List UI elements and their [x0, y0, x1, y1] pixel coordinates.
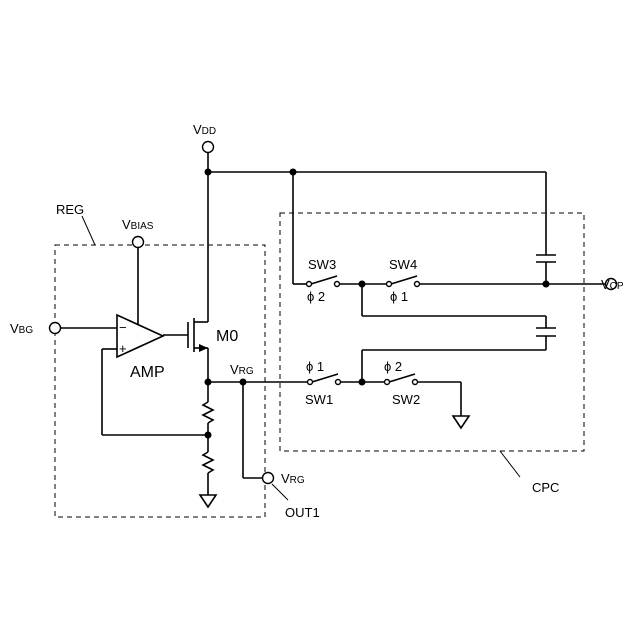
cpc-block-boundary — [280, 213, 584, 451]
sw4-contact — [415, 282, 420, 287]
vbg-label: VBG — [10, 321, 33, 336]
sw3-name: SW3 — [308, 257, 336, 272]
sw1-blade — [312, 374, 338, 382]
vrg-label: VRG — [230, 362, 254, 377]
vbias-label: VBIAS — [122, 217, 154, 232]
amp-plus-sign: + — [119, 341, 127, 356]
sw3-contact — [335, 282, 340, 287]
sw1-contact — [336, 380, 341, 385]
junction-dot — [205, 169, 212, 176]
cpc-label-leader — [500, 451, 520, 477]
out1-terminal — [263, 473, 274, 484]
resistor-upper — [203, 402, 213, 423]
reg-ground-icon — [200, 495, 216, 507]
vbg-terminal — [50, 323, 61, 334]
reg-block-label: REG — [56, 202, 84, 217]
sw1-phase: ϕ 1 — [306, 359, 324, 374]
reg-label-leader — [82, 216, 95, 245]
vrg-out-label: VRG — [281, 471, 305, 486]
sw4-phase: ϕ 1 — [390, 289, 408, 304]
sw3-phase: ϕ 2 — [307, 289, 325, 304]
sw1-name: SW1 — [305, 392, 333, 407]
out1-leader — [272, 484, 288, 500]
vdd-label: VDD — [193, 122, 216, 137]
sw2-blade — [389, 374, 415, 382]
amp-label: AMP — [130, 364, 165, 381]
vdd-terminal — [203, 142, 214, 153]
amp-minus-sign: − — [119, 320, 127, 335]
sw4-name: SW4 — [389, 257, 417, 272]
m0-arrow-icon — [199, 344, 208, 352]
reg-block-boundary — [55, 245, 265, 517]
out1-label: OUT1 — [285, 505, 320, 520]
sw3-blade — [311, 276, 337, 284]
ground-icon — [453, 416, 469, 428]
sw2-phase: ϕ 2 — [384, 359, 402, 374]
sw2-contact — [413, 380, 418, 385]
sw3-contact — [307, 282, 312, 287]
junction-dot — [543, 281, 550, 288]
junction-dot — [205, 432, 212, 439]
junction-dot — [359, 379, 366, 386]
junction-dot — [205, 379, 212, 386]
sw1-contact — [308, 380, 313, 385]
junction-dot — [359, 281, 366, 288]
junction-dot — [240, 379, 247, 386]
resistor-lower — [203, 452, 213, 473]
sw2-contact — [385, 380, 390, 385]
sw2-name: SW2 — [392, 392, 420, 407]
cpc-block-label: CPC — [532, 480, 559, 495]
vbias-terminal — [133, 237, 144, 248]
m0-label: M0 — [216, 328, 238, 345]
sw4-contact — [387, 282, 392, 287]
junction-dot — [290, 169, 297, 176]
sw4-blade — [391, 276, 417, 284]
